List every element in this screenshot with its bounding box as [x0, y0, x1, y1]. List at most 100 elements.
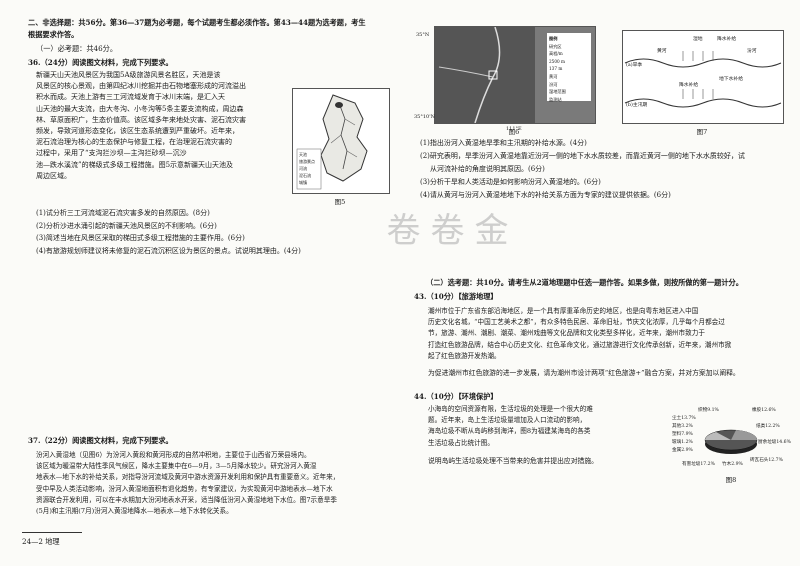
q44-heading: 44.（10分）【环境保护】: [414, 392, 498, 401]
fig6-legend-item: 2500 m: [549, 58, 565, 64]
fig6-legend-box: [547, 33, 591, 101]
q36-line: 积水而成。天池上游有三工河流域发育于冰川末端，是汇入天: [36, 93, 225, 102]
fig5-legend-item: 泥石流: [299, 173, 311, 178]
rain-arrows-b: [682, 89, 714, 99]
fig6-legend-item: 黄河: [549, 73, 558, 79]
fig8-label: 砖瓦石头12.7%: [750, 458, 783, 463]
fig8-label: 塑料7.9%: [672, 432, 693, 437]
study-area-box: [488, 70, 498, 80]
figure-7-diagram: (a)旱季 (b)主汛期 黄河 汾河 湿地 降水补给 地下水补给 降水补给: [622, 30, 784, 124]
q37-heading: 37.（22分）阅读图文材料，完成下列要求。: [28, 436, 173, 445]
q36-line: 山天池的最大支流，由大冬沟、小冬沟等5条主要支流构成，周边森: [36, 104, 244, 113]
q36-line: 风景区的核心景观，由第四纪冰川挖掘并由石物堵塞形成的河流溢出: [36, 82, 246, 91]
pie-slice: [705, 432, 731, 440]
fig6-legend-item: 湿地范围: [549, 89, 566, 95]
q36-item: (2)分析沙进水涌引起的新疆天池风景区的不利影响。(6分): [36, 221, 217, 230]
q43-line: 历史文化名城，“中国工艺美术之都”，有众多特色民居、革命旧址，节庆文化浓厚，几乎…: [428, 318, 725, 327]
section-2-heading: 二、非选择题：共56分。第36—37题为必考题，每个试题考生都必须作答。第43—…: [28, 18, 366, 27]
q37-line: (5月)和主汛期(7月)汾河入黄湿地降水—地表水—地下水转化关系。: [36, 507, 233, 516]
fig8-label: 有害垃圾17.2%: [682, 462, 715, 467]
q36-item: (3)简述当地在风景区采取的梯田式多级工程措施的主要作用。(6分): [36, 234, 245, 242]
figure-7-caption: 图7: [696, 128, 708, 136]
q37-items: (1)指出汾河入黄湿地旱季和主汛期的补给水源。(4分) (2)研究表明，旱季汾河…: [420, 138, 784, 203]
q36-line: 泥石流治理为核心的生态保护与修复工程，在治理泥石流灾害的: [36, 138, 232, 147]
fig5-legend-box: [296, 148, 322, 190]
fen-river-line: [438, 66, 494, 78]
q36-heading: 36.（24分）阅读图文材料，完成下列要求。: [28, 58, 173, 67]
q36-item: (1)试分析三工河流域泥石流灾害多发的自然原因。(8分): [36, 209, 210, 217]
fig8-label: 厨余垃圾14.6%: [758, 440, 791, 445]
fig8-label: 纸类12.2%: [756, 424, 780, 429]
q36-line: 林、草原面积广，生态价值高。该区域多年来地处灾害、泥石流灾害: [36, 115, 246, 124]
q44-paragraph: 小海岛的空间资源有限，生活垃圾的处理是一个很大的难 题。近年来，岛上生活垃圾量增…: [428, 404, 678, 449]
profile-b-line: [624, 98, 782, 108]
fig8-label: 竹木2.9%: [722, 462, 743, 467]
page-footer: 24—2 地理: [22, 537, 60, 546]
q36-line: 频发，导致河道形态变化，该区生态系统遭到严重破坏。近年来，: [36, 127, 239, 136]
q44-line: 生活垃圾占比统计图。: [428, 438, 494, 447]
fig6-legend-item: 高程/m: [549, 51, 563, 57]
fig5-legend-item: 旅游景点: [299, 159, 315, 164]
q36-line: 池—跌水溪流”的梯级式多级工程措施。图5示意新疆天山天池及: [36, 160, 234, 169]
figure-5-map: 天池 旅游景点 河流 泥石流 城镇: [292, 88, 390, 194]
figure-6-satellite-map: 图例 研究区 高程/m 2500 m 137 m 黄河 汾河 湿地范围 监测站: [434, 26, 596, 124]
q37-item: (2)研究表明，旱季汾河入黄湿地靠近汾河一侧的地下水水质较差，而靠近黄河一侧的地…: [420, 152, 745, 160]
q37-item: (4)请从黄河与汾河入黄湿地地下水的补给关系方面为专家的建议提供依据。(6分): [420, 191, 671, 199]
fig8-label: 玻璃1.2%: [672, 440, 693, 445]
footer-rule: [22, 532, 82, 533]
fig5-legend-item: 城镇: [299, 180, 307, 185]
figure-8-chart: 织物9.1% 橡胶12.6% 尘土13.7% 其他3.2% 纸类12.2% 塑料…: [672, 400, 791, 480]
fig8-label: 橡胶12.6%: [752, 408, 776, 413]
q36-items: (1)试分析三工河流域泥石流灾害多发的自然原因。(8分) (2)分析沙进水涌引起…: [36, 208, 386, 258]
basin-outline: [320, 94, 368, 182]
figure-6-svg: [435, 26, 595, 124]
required-heading: （一）必考题：共46分。: [36, 44, 118, 53]
fig7-label: 地下水补给: [719, 77, 743, 82]
fig6-legend-item: 研究区: [549, 43, 562, 49]
fig8-label: 织物9.1%: [698, 408, 719, 413]
elective-heading: （二）选考题：共10分。请考生从2道地理题中任选一题作答。如果多做，则按所做的第…: [426, 278, 743, 287]
pie-slice: [731, 430, 758, 440]
fig6-lat-top: 35°N: [416, 32, 430, 38]
q36-line: 周边区域。: [36, 171, 71, 180]
q43-line: 起了红色旅游开发热潮。: [428, 351, 501, 360]
fig7-label: (b)主汛期: [626, 103, 648, 108]
q36-line: 过程中，采用了“支沟拦沙坝—主沟拦砂坝—沉沙: [36, 149, 187, 158]
figure-8-caption: 图8: [725, 476, 737, 484]
watermark-stamp: 金卷卷: [380, 212, 508, 246]
q37-line: 受中早及人类活动影响，汾河入黄湿地面积有退化趋势，有专家建议，为实现黄河中游地表…: [36, 484, 333, 493]
fig6-lon: 111°E: [506, 126, 522, 132]
q43-line: 节，旅游、潮州、潮剧、潮菜、潮州戏曲等文化品牌和文化类型多样化，近年来，潮州市致…: [428, 329, 705, 338]
q44-line: 小海岛的空间资源有限，生活垃圾的处理是一个很大的难: [428, 405, 593, 413]
q43-line: 打造红色旅游品牌，结合中心历史文化、红色革命文化，通过旅游进行文化传承创新，近年…: [428, 340, 732, 349]
figure-5-caption: 图5: [334, 198, 346, 206]
profile-a-line: [624, 58, 782, 68]
section-2-heading-cont: 根据要求作答。: [28, 30, 79, 39]
fig5-legend: 天池 旅游景点 河流 泥石流 城镇: [299, 151, 315, 186]
q44-line: 题。近年来，岛上生活垃圾量增加及人口流动的影响，: [428, 416, 587, 425]
fig5-legend-item: 河流: [299, 166, 307, 171]
q36-paragraph: 新疆天山天池风景区为我国5A级旅游风景名胜区，天池是该 风景区的核心景观，由第四…: [36, 70, 286, 182]
q37-line: 资源联合开发利用，可以在丰水期加大汾河地表水开采，适当降低汾河入黄湿地地下水位。…: [36, 495, 337, 504]
q37-item: (1)指出汾河入黄湿地旱季和主汛期的补给水源。(4分): [420, 139, 587, 147]
figure-7-svg: [624, 51, 782, 108]
q43-task: 为促进潮州市红色旅游的进一步发展，请为潮州市设计两项“红色旅游+”融合方案，并对…: [428, 369, 740, 377]
q36-item: (4)有旅游规划师建议将未修复的泥石流沉积区设为景区的景点。试说明其理由。(4分…: [36, 246, 301, 255]
fig6-lat-bottom: 35°10'N: [414, 114, 435, 120]
fig6-legend: 图例 研究区 高程/m 2500 m 137 m 黄河 汾河 湿地范围 监测站: [549, 35, 566, 103]
q37-item: 从河流补给的角度说明其原因。(6分): [430, 165, 545, 173]
q43-paragraph: 潮州市位于广东省东部沿海地区，是一个具有厚重革命历史的地区，也是向粤东地区进入中…: [428, 306, 784, 362]
fig7-label: 湿地: [693, 37, 703, 42]
fig6-legend-item: 汾河: [549, 81, 558, 87]
q43-line: 潮州市位于广东省东部沿海地区，是一个具有厚重革命历史的地区，也是向粤东地区进入中…: [428, 307, 699, 315]
fig6-legend-item: 监测站: [549, 96, 562, 102]
figure-8-svg: [704, 429, 758, 454]
tributary-lines: [330, 118, 358, 158]
q43-heading: 43.（10分）【旅游地理】: [414, 292, 498, 301]
rain-arrows-a: [682, 51, 714, 61]
fig7-label: 降水补给: [717, 37, 737, 42]
fig5-legend-item: 天池: [299, 152, 307, 157]
q44-line: 海岛垃圾不断从岛屿移到海洋，图8为福建某海岛的各类: [428, 427, 591, 436]
q37-line: 该区域为暖温带大陆性季风气候区，降水主要集中在6—9月，3—5月降水较少。研究汾…: [36, 462, 317, 471]
fig7-label: (a)旱季: [626, 63, 643, 68]
